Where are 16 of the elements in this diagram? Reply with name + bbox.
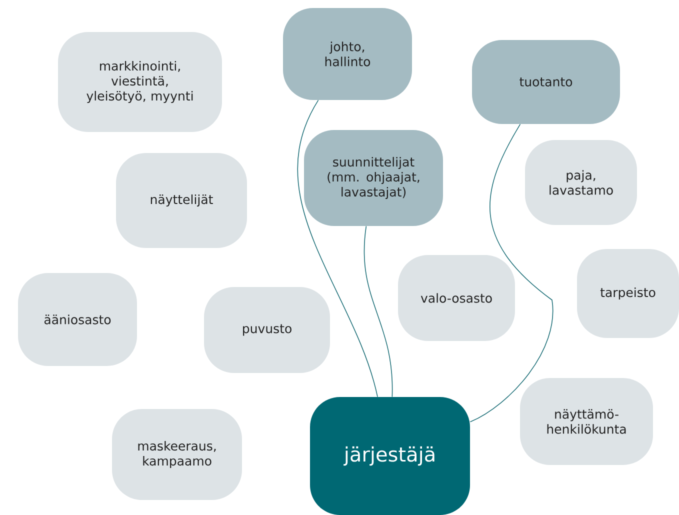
department-blob: maskeeraus, kampaamo bbox=[112, 409, 242, 500]
department-blob: näyttelijät bbox=[116, 153, 247, 248]
group-blob: johto, hallinto bbox=[283, 8, 412, 100]
connector-line bbox=[297, 100, 378, 398]
connector-line bbox=[364, 226, 393, 398]
center-blob: järjestäjä bbox=[310, 397, 470, 515]
department-blob: ääniosasto bbox=[18, 273, 137, 366]
department-blob: puvusto bbox=[204, 287, 330, 373]
department-blob: valo-osasto bbox=[398, 255, 515, 341]
department-blob: markkinointi, viestintä, yleisötyö, myynti bbox=[58, 32, 222, 132]
department-blob: tarpeisto bbox=[577, 249, 679, 338]
group-blob: suunnittelijat (mm. ohjaajat, lavastajat) bbox=[304, 130, 443, 226]
department-blob: näyttämö-henkilökunta bbox=[520, 378, 653, 465]
group-blob: tuotanto bbox=[472, 40, 620, 124]
connector-line bbox=[470, 124, 554, 422]
department-blob: paja, lavastamo bbox=[525, 140, 637, 225]
